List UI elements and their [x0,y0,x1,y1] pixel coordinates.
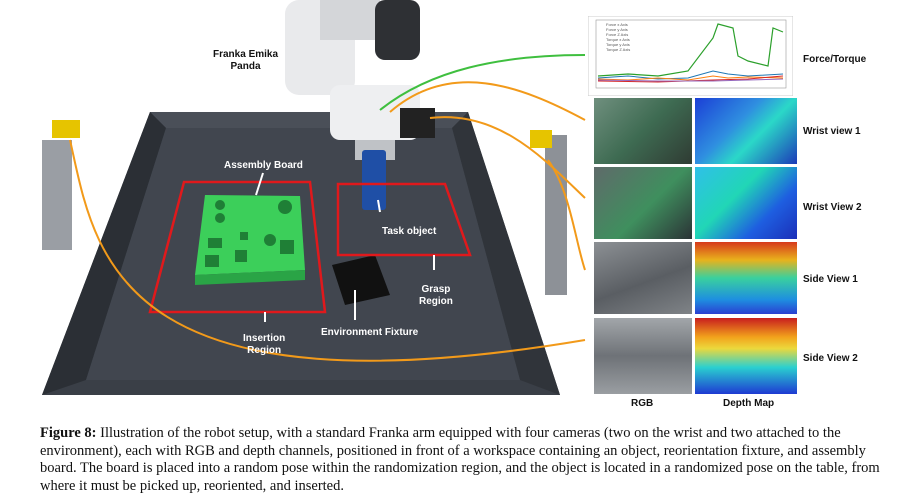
side-view-2-rgb [594,318,692,394]
label-side-view-2: Side View 2 [803,353,858,364]
camera-link-arrows [69,81,586,362]
wrist-view-2-depth [695,167,797,239]
task-object-block [362,150,386,210]
left-camera-stand [42,140,72,250]
label-task-object: Task object [382,226,437,237]
grasp-region-box [336,182,472,257]
environment-fixture [332,255,390,305]
legend-entry-5: Torque Z Axis [606,47,630,52]
caption-text: Illustration of the robot setup, with a … [40,425,880,494]
insertion-region-box [148,180,327,314]
side-view-1-depth [695,242,797,314]
right-camera-stand [545,135,567,295]
assembly-board [195,195,305,285]
wrist-view-1-depth [695,98,797,164]
legend-entry-1: Force y Axis [606,27,628,32]
caption-label: Figure 8: [40,425,97,441]
wrist-view-1-rgb [594,98,692,164]
label-grasp-region: Grasp Region [419,284,453,307]
label-insertion-region: Insertion Region [243,333,286,356]
side-view-1-rgb [594,242,692,314]
label-wrist-view-1: Wrist view 1 [803,126,861,137]
label-robot: Franka Emika Panda [213,49,279,72]
figure-caption: Figure 8: Illustration of the robot setu… [40,425,885,495]
label-rgb-column: RGB [631,398,654,409]
legend-entry-0: Force x Axis [606,22,628,27]
robot-setup-photo [42,0,586,395]
label-depth-map-column: Depth Map [723,398,775,409]
legend-entry-3: Torque x Axis [606,37,630,42]
label-wrist-view-2: Wrist View 2 [803,202,862,213]
wrist-view-2-rgb [594,167,692,239]
label-side-view-1: Side View 1 [803,274,858,285]
label-assembly-board: Assembly Board [224,160,303,171]
franka-robot-arm [285,0,435,210]
legend-entry-2: Force Z Axis [606,32,628,37]
side-view-2-depth [695,318,797,394]
force-torque-plot: Force x Axis Force y Axis Force Z Axis T… [588,16,793,96]
label-force-torque: Force/Torque [803,54,867,65]
force-torque-arrow [379,54,586,111]
legend-entry-4: Torque y Axis [606,42,630,47]
label-environment-fixture: Environment Fixture [321,327,419,338]
